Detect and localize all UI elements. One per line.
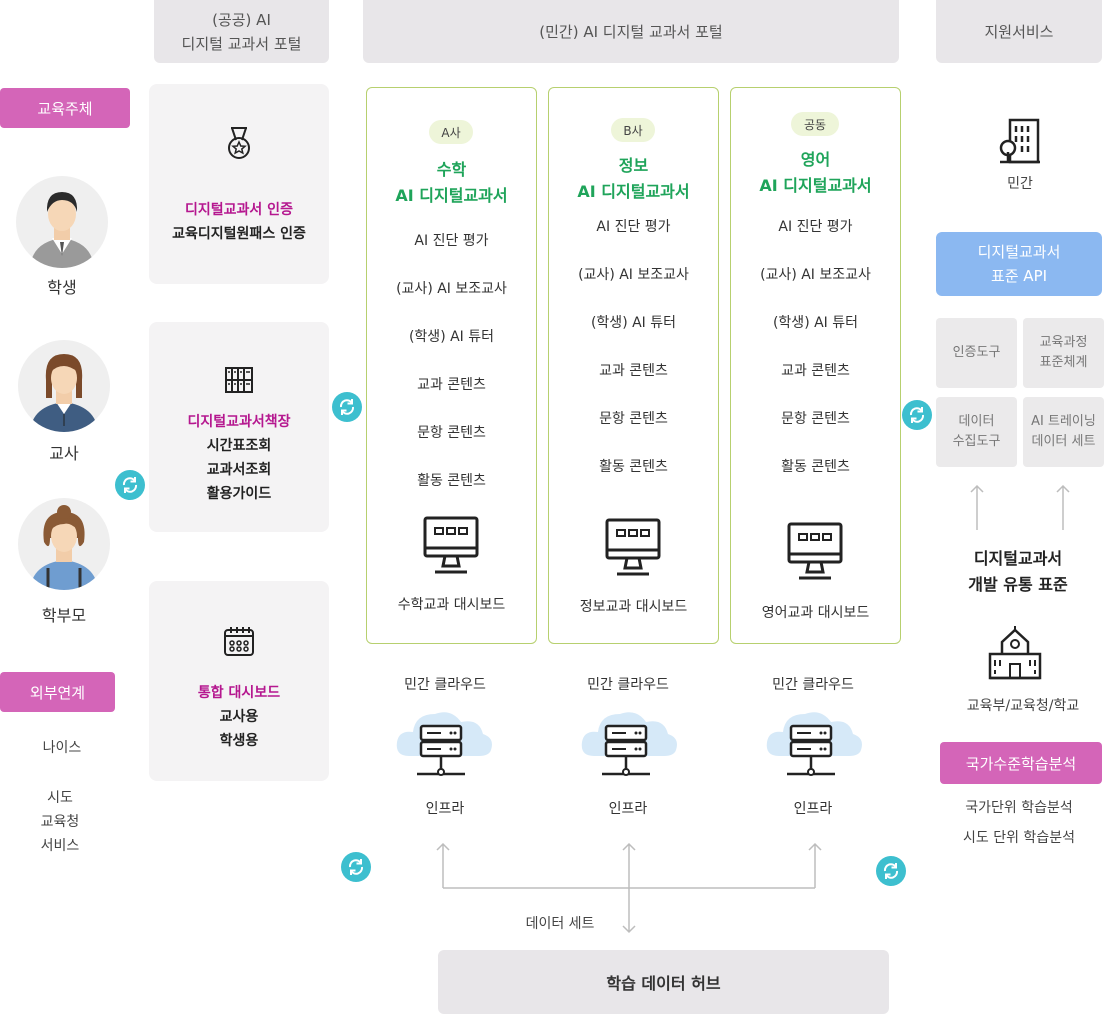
feature-item: 교과 콘텐츠: [781, 363, 850, 379]
external-item-sido: 시도 교육청 서비스: [40, 790, 80, 854]
parent-avatar: [18, 498, 110, 590]
vendor-tag: B사: [611, 118, 655, 142]
monitor-icon: [605, 518, 661, 582]
vendor-tag: 공동: [791, 112, 839, 136]
infra-label: 인프라: [425, 801, 465, 817]
public-box-dashboard: 통합 대시보드 교사용 학생용: [149, 581, 329, 781]
textbook-subject: 영어: [800, 150, 831, 169]
feature-item: 활동 콘텐츠: [781, 459, 850, 475]
cloud-server-icon: [580, 704, 680, 784]
public-box-certification: 디지털교과서 인증 교육디지털원패스 인증: [149, 84, 329, 284]
feature-item: 문항 콘텐츠: [417, 425, 486, 441]
feature-item: 문항 콘텐츠: [781, 411, 850, 427]
medal-icon: [223, 126, 255, 166]
dashboard-label: 정보교과 대시보드: [579, 599, 688, 615]
feature-item: AI 진단 평가: [778, 219, 853, 235]
public-box-line: 교사용: [219, 709, 259, 725]
feature-item: 교과 콘텐츠: [599, 363, 668, 379]
dev-standard-label: 디지털교과서 개발 유통 표준: [968, 549, 1068, 594]
gov-label: 교육부/교육청/학교: [966, 698, 1080, 714]
private-portal-header: (민간) AI 디지털 교과서 포털: [363, 0, 899, 63]
subjects-label: 교육주체: [0, 88, 130, 128]
monitor-icon: [787, 522, 843, 586]
sync-icon: [902, 400, 932, 430]
textbook-card-math: A사 수학 AI 디지털교과서 AI 진단 평가 (교사) AI 보조교사 (학…: [366, 87, 537, 644]
sync-icon: [332, 392, 362, 422]
bookshelf-icon: [223, 364, 255, 400]
infra-label: 인프라: [793, 801, 833, 817]
analysis-item: 국가단위 학습분석: [965, 800, 1073, 816]
dashboard-label: 영어교과 대시보드: [761, 605, 870, 621]
private-label: 민간: [1007, 176, 1033, 192]
public-box-title: 통합 대시보드: [197, 685, 281, 701]
feature-item: 문항 콘텐츠: [599, 411, 668, 427]
sync-icon: [876, 856, 906, 886]
analysis-item: 시도 단위 학습분석: [963, 830, 1075, 846]
cloud-server-icon: [765, 704, 865, 784]
monitor-icon: [423, 516, 479, 580]
feature-item: 교과 콘텐츠: [417, 377, 486, 393]
feature-item: (교사) AI 보조교사: [760, 267, 871, 283]
public-box-line: 교육디지털원패스 인증: [172, 226, 306, 242]
sync-icon: [115, 470, 145, 500]
cloud-label: 민간 클라우드: [587, 677, 669, 693]
public-box-bookshelf: 디지털교과서책장 시간표조회 교과서조회 활용가이드: [149, 322, 329, 532]
teacher-label: 교사: [49, 444, 79, 463]
textbook-subject: 정보: [618, 156, 649, 175]
feature-item: (학생) AI 튜터: [772, 315, 859, 331]
cloud-server-icon: [395, 704, 495, 784]
up-arrows: [970, 484, 1070, 530]
infra-label: 인프라: [608, 801, 648, 817]
cloud-label: 민간 클라우드: [772, 677, 854, 693]
support-header: 지원서비스: [936, 0, 1102, 63]
feature-item: (학생) AI 튜터: [590, 315, 677, 331]
building-icon: [998, 118, 1042, 168]
textbook-card-english: 공동 영어 AI 디지털교과서 AI 진단 평가 (교사) AI 보조교사 (학…: [730, 87, 901, 644]
student-label: 학생: [47, 278, 77, 297]
feature-item: (교사) AI 보조교사: [578, 267, 689, 283]
public-box-title: 디지털교과서 인증: [185, 202, 293, 218]
school-icon: [986, 624, 1044, 684]
external-item-neis: 나이스: [42, 740, 82, 756]
cloud-label: 민간 클라우드: [404, 677, 486, 693]
dataset-connectors: [436, 842, 822, 934]
public-box-line: 활용가이드: [206, 486, 272, 502]
parent-label: 학부모: [41, 606, 87, 625]
teacher-avatar: [18, 340, 110, 432]
external-label: 외부연계: [0, 672, 115, 712]
calendar-icon: [223, 625, 255, 661]
dashboard-label: 수학교과 대시보드: [397, 597, 506, 613]
textbook-title: AI 디지털교과서: [759, 176, 872, 195]
textbook-title: AI 디지털교과서: [577, 182, 690, 201]
dataset-label: 데이터 세트: [500, 912, 620, 936]
feature-item: AI 진단 평가: [414, 233, 489, 249]
public-box-line: 시간표조회: [206, 438, 272, 454]
vendor-tag: A사: [429, 120, 473, 144]
public-box-line: 교과서조회: [206, 462, 272, 478]
feature-item: 활동 콘텐츠: [417, 473, 486, 489]
tool-box-auth: 인증도구: [936, 318, 1017, 388]
feature-item: (교사) AI 보조교사: [396, 281, 507, 297]
learning-data-hub: 학습 데이터 허브: [438, 950, 889, 1014]
public-box-line: 학생용: [219, 733, 259, 749]
public-box-title: 디지털교과서책장: [187, 414, 291, 430]
textbook-title: AI 디지털교과서: [395, 186, 508, 205]
feature-item: AI 진단 평가: [596, 219, 671, 235]
feature-item: (학생) AI 튜터: [408, 329, 495, 345]
national-analysis-label: 국가수준학습분석: [940, 742, 1102, 784]
feature-item: 활동 콘텐츠: [599, 459, 668, 475]
textbook-card-info: B사 정보 AI 디지털교과서 AI 진단 평가 (교사) AI 보조교사 (학…: [548, 87, 719, 644]
student-avatar: [16, 176, 108, 268]
textbook-subject: 수학: [436, 160, 467, 179]
sync-icon: [341, 852, 371, 882]
